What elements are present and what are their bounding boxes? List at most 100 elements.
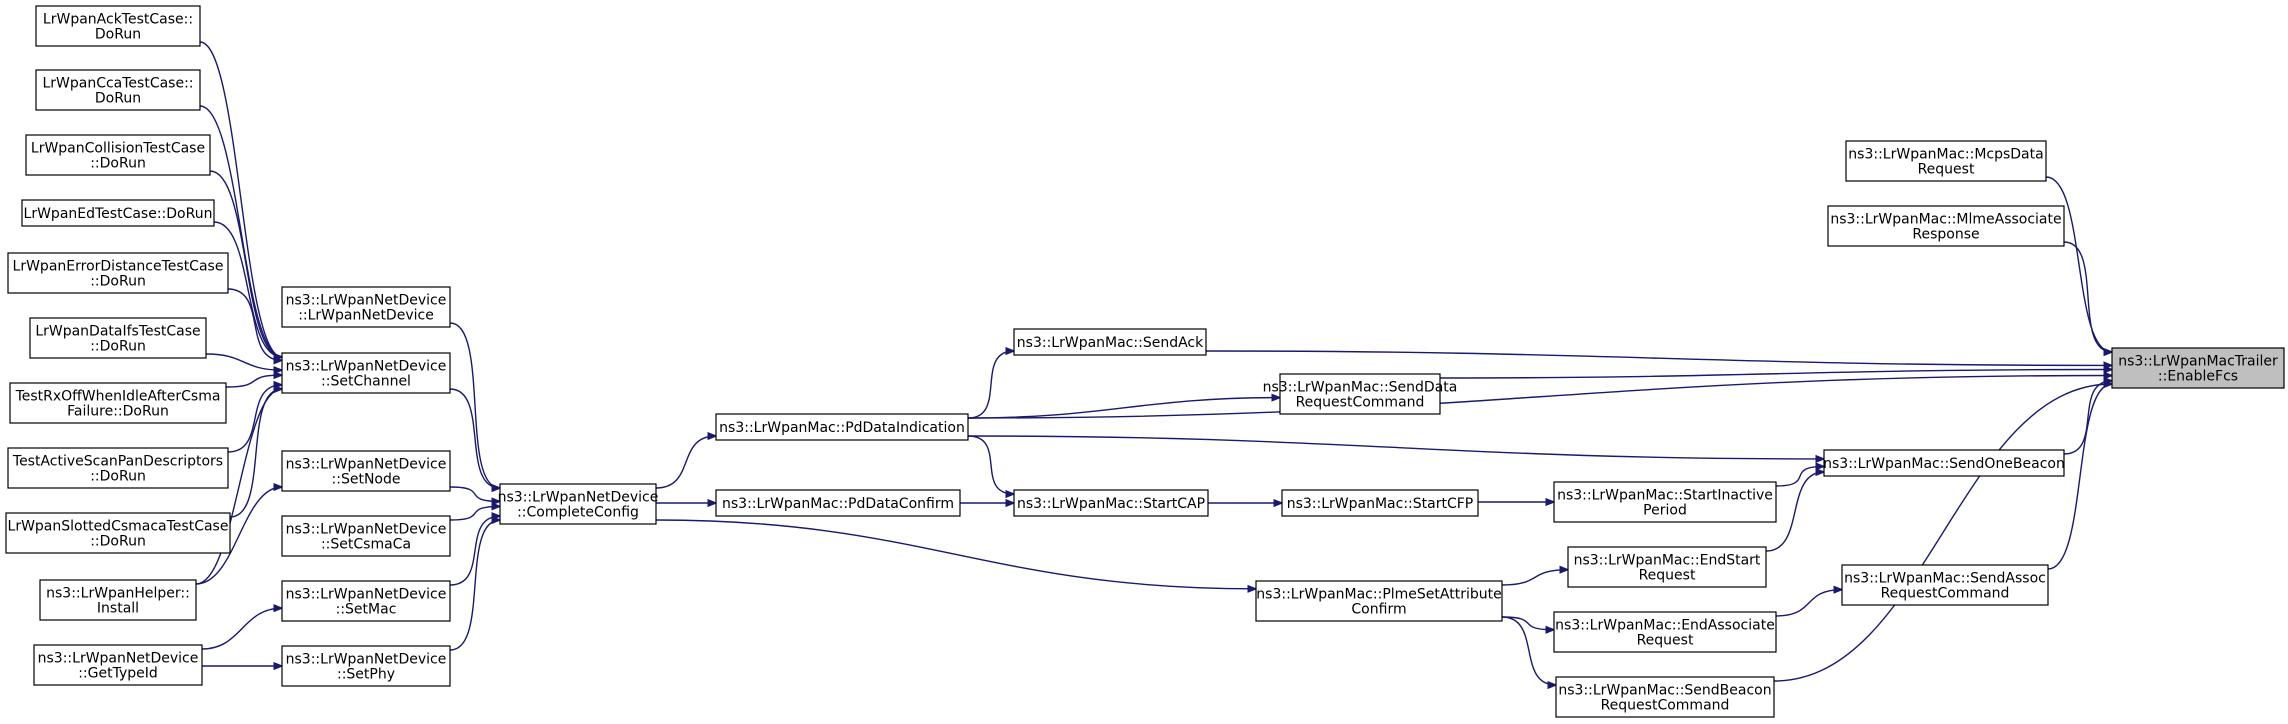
node-box	[1255, 580, 1503, 622]
graph-edge-sassoc-to-focus	[2047, 384, 2112, 570]
node-label-line: LrWpanAckTestCase::	[43, 12, 193, 28]
node-box	[1013, 328, 1207, 356]
node-box	[29, 317, 207, 359]
node-label-line: ns3::LrWpanMac::SendBeacon	[1558, 683, 1771, 699]
node-label-line: Install	[97, 601, 139, 617]
graph-edge-pdind-to-senddata	[967, 398, 1280, 419]
node-label-line: ns3::LrWpanMac::StartInactive	[1557, 488, 1773, 504]
node-label-line: LrWpanErrorDistanceTestCase	[13, 259, 224, 275]
graph-edge-setmac-to-complete	[449, 516, 500, 586]
graph-edge-ack-to-setch	[199, 41, 282, 357]
graph-edge-slotted-to-setch	[229, 389, 282, 518]
graph-node-ns3-lrwpanmac-sendack[interactable]: ns3::LrWpanMac::SendAck	[1013, 328, 1207, 356]
graph-edge-plme-to-endassoc	[1501, 616, 1554, 630]
node-label-line: ns3::LrWpanMac::StartCAP	[1017, 496, 1205, 512]
node-label-line: ::SetNode	[332, 472, 401, 488]
graph-node-lrwpandataifstestcase-dorun[interactable]: LrWpanDataIfsTestCase::DoRun	[29, 317, 207, 359]
node-box	[1823, 449, 2065, 477]
node-box	[33, 644, 203, 686]
graph-edge-setch-to-complete	[449, 388, 500, 488]
graph-node-ns3-lrwpannetdevice-setmac[interactable]: ns3::LrWpanNetDevice::SetMac	[281, 580, 451, 622]
graph-edge-endstart-to-onebeac	[1765, 472, 1824, 552]
node-label-line: ns3::LrWpanMac::PlmeSetAttribute	[1256, 587, 1501, 603]
graph-edge-complete-to-pdind	[655, 436, 716, 489]
node-label-line: ::GetTypeId	[78, 666, 158, 682]
graph-edge-pdind-to-focus	[967, 376, 2112, 419]
graph-node-ns3-lrwpannetdevice-setcsmaca[interactable]: ns3::LrWpanNetDevice::SetCsmaCa	[281, 515, 451, 557]
node-box	[1553, 611, 1777, 653]
graph-node-lrwpancollisiontestcase-dorun[interactable]: LrWpanCollisionTestCase::DoRun	[25, 134, 211, 176]
node-label-line: ns3::LrWpanMac::PdDataIndication	[719, 420, 965, 436]
graph-node-ns3-lrwpannetdevice-gettypeid[interactable]: ns3::LrWpanNetDevice::GetTypeId	[33, 644, 203, 686]
graph-node-lrwpanslottedcsmacatestcase-dorun[interactable]: LrWpanSlottedCsmacaTestCase::DoRun	[5, 512, 231, 554]
graph-node-lrwpanerrordistancetestcase-dorun[interactable]: LrWpanErrorDistanceTestCase::DoRun	[7, 252, 229, 294]
node-label-line: ::DoRun	[90, 339, 146, 355]
graph-node-ns3-lrwpanhelper-install[interactable]: ns3::LrWpanHelper::Install	[39, 579, 197, 621]
node-label-line: ::LrWpanNetDevice	[298, 308, 434, 324]
node-box	[39, 579, 197, 621]
node-box	[1013, 489, 1209, 517]
node-box	[715, 489, 961, 517]
node-label-line: ns3::LrWpanHelper::	[46, 586, 190, 602]
node-label-line: ::CompleteConfig	[517, 505, 639, 521]
node-label-line: ns3::LrWpanMac::SendAck	[1017, 335, 1204, 351]
graph-edge-coll-to-setch	[209, 170, 282, 357]
node-box	[281, 580, 451, 622]
node-box	[281, 286, 451, 328]
graph-node-ns3-lrwpanmactrailer-enablefcs[interactable]: ns3::LrWpanMacTrailer::EnableFcs	[2111, 347, 2285, 389]
graph-node-ns3-lrwpannetdevice-lrwpannetdevice[interactable]: ns3::LrWpanNetDevice::LrWpanNetDevice	[281, 286, 451, 328]
graph-node-ns3-lrwpannetdevice-setphy[interactable]: ns3::LrWpanNetDevice::SetPhy	[281, 645, 451, 687]
node-label-line: ns3::LrWpanMac::MlmeAssociate	[1830, 212, 2061, 228]
graph-node-ns3-lrwpannetdevice-setnode[interactable]: ns3::LrWpanNetDevice::SetNode	[281, 450, 451, 492]
graph-edge-endassoc-to-sassoc	[1775, 590, 1842, 617]
node-label-line: RequestCommand	[1296, 395, 1425, 411]
graph-node-ns3-lrwpanmac-startcfp[interactable]: ns3::LrWpanMac::StartCFP	[1281, 489, 1479, 517]
node-box	[1841, 564, 2049, 606]
node-label-line: TestActiveScanPanDescriptors	[12, 454, 223, 470]
node-box	[1553, 481, 1777, 523]
graph-edge-inactive-to-onebeac	[1775, 466, 1824, 487]
graph-node-lrwpanedtestcase-dorun[interactable]: LrWpanEdTestCase::DoRun	[21, 199, 215, 227]
graph-node-ns3-lrwpanmac-startcap[interactable]: ns3::LrWpanMac::StartCAP	[1013, 489, 1209, 517]
graph-node-lrwpanccatestcase-dorun[interactable]: LrWpanCcaTestCase::DoRun	[35, 69, 201, 111]
node-label-line: ns3::LrWpanNetDevice	[286, 293, 447, 309]
node-label-line: ns3::LrWpanMac::McpsData	[1848, 147, 2043, 163]
node-box	[35, 5, 201, 47]
graph-edge-pdind-to-sendack	[967, 351, 1014, 419]
node-label-line: Request	[1637, 633, 1694, 649]
node-label-line: Period	[1643, 503, 1687, 519]
graph-edge-sendbeac-to-focus	[1773, 384, 2112, 682]
graph-node-testactivescanpandescriptors-dorun[interactable]: TestActiveScanPanDescriptors::DoRun	[7, 447, 229, 489]
node-label-line: ::DoRun	[90, 469, 146, 485]
graph-node-ns3-lrwpanmac-pddataindication[interactable]: ns3::LrWpanMac::PdDataIndication	[715, 413, 969, 441]
graph-node-ns3-lrwpanmac-pddataconfirm[interactable]: ns3::LrWpanMac::PdDataConfirm	[715, 489, 961, 517]
node-label-line: LrWpanCcaTestCase::	[42, 76, 193, 92]
graph-node-ns3-lrwpannetdevice-setchannel[interactable]: ns3::LrWpanNetDevice::SetChannel	[281, 352, 451, 394]
graph-edge-ctor-to-complete	[449, 322, 500, 488]
graph-edge-sendack-to-focus	[1205, 350, 2112, 365]
node-box	[7, 252, 229, 294]
graph-node-ns3-lrwpannetdevice-completeconfig[interactable]: ns3::LrWpanNetDevice::CompleteConfig	[498, 483, 659, 525]
graph-edge-ifs-to-setch	[205, 353, 282, 370]
graph-node-ns3-lrwpanmac-sendonebeacon[interactable]: ns3::LrWpanMac::SendOneBeacon	[1823, 449, 2065, 477]
graph-edge-setcsma-to-complete	[449, 506, 500, 521]
graph-edge-typeid-to-setmac	[201, 608, 282, 650]
graph-node-lrwpanacktestcase-dorun[interactable]: LrWpanAckTestCase::DoRun	[35, 5, 201, 47]
node-box	[1555, 676, 1775, 718]
node-label-line: ::DoRun	[90, 274, 146, 290]
node-box	[5, 512, 231, 554]
node-label-line: ::DoRun	[90, 534, 146, 550]
node-label-line: Response	[1912, 227, 1979, 243]
node-label-line: ns3::LrWpanMac::SendAssoc	[1844, 571, 2046, 587]
